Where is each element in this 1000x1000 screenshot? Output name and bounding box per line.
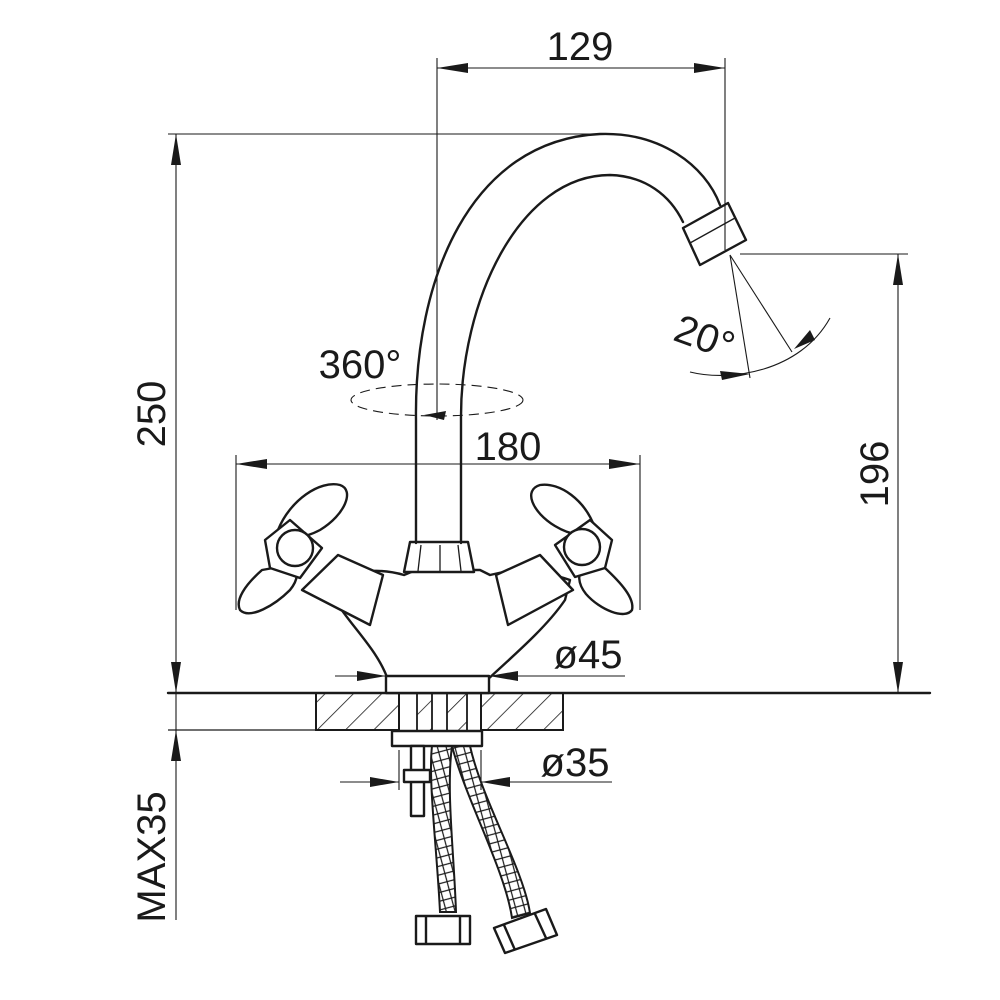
dim-label-180: 180	[475, 425, 542, 469]
dim-label-max35: MAX35	[130, 791, 174, 922]
countertop	[166, 691, 932, 818]
dim-label-129: 129	[547, 25, 614, 69]
dim-label-250: 250	[130, 381, 174, 448]
hose-nut-right	[492, 907, 559, 955]
dim-label-d35: ø35	[541, 741, 610, 785]
hose-nut-left	[414, 914, 472, 946]
handle-right-cap	[562, 527, 602, 567]
handle-left	[237, 483, 349, 615]
countertop-section-right	[480, 692, 564, 731]
flexible-hoses	[414, 745, 559, 955]
faucet-body	[300, 540, 575, 695]
clamp-plate	[390, 729, 484, 748]
countertop-section-left	[315, 692, 400, 731]
hose-sleeve	[446, 692, 468, 734]
rod-nut	[402, 768, 432, 784]
handle-left-cap	[275, 528, 315, 568]
spout-outer	[414, 132, 722, 545]
dim-label-20: 20°	[668, 307, 740, 369]
dim-label-d45: ø45	[554, 633, 623, 677]
valve-left	[300, 553, 385, 627]
aerator	[681, 201, 748, 267]
valve-right	[494, 553, 575, 627]
base-ring	[384, 674, 491, 695]
hose-left	[430, 745, 458, 913]
hose-right	[450, 745, 532, 920]
handle-right	[530, 483, 634, 616]
dim-label-360: 360°	[319, 343, 402, 387]
dimension-lines	[168, 58, 908, 920]
dim-label-196: 196	[853, 441, 897, 508]
swivel-nut	[402, 540, 476, 574]
mounting-stud	[416, 692, 433, 734]
spout-inner	[459, 173, 685, 545]
spout	[414, 132, 748, 545]
